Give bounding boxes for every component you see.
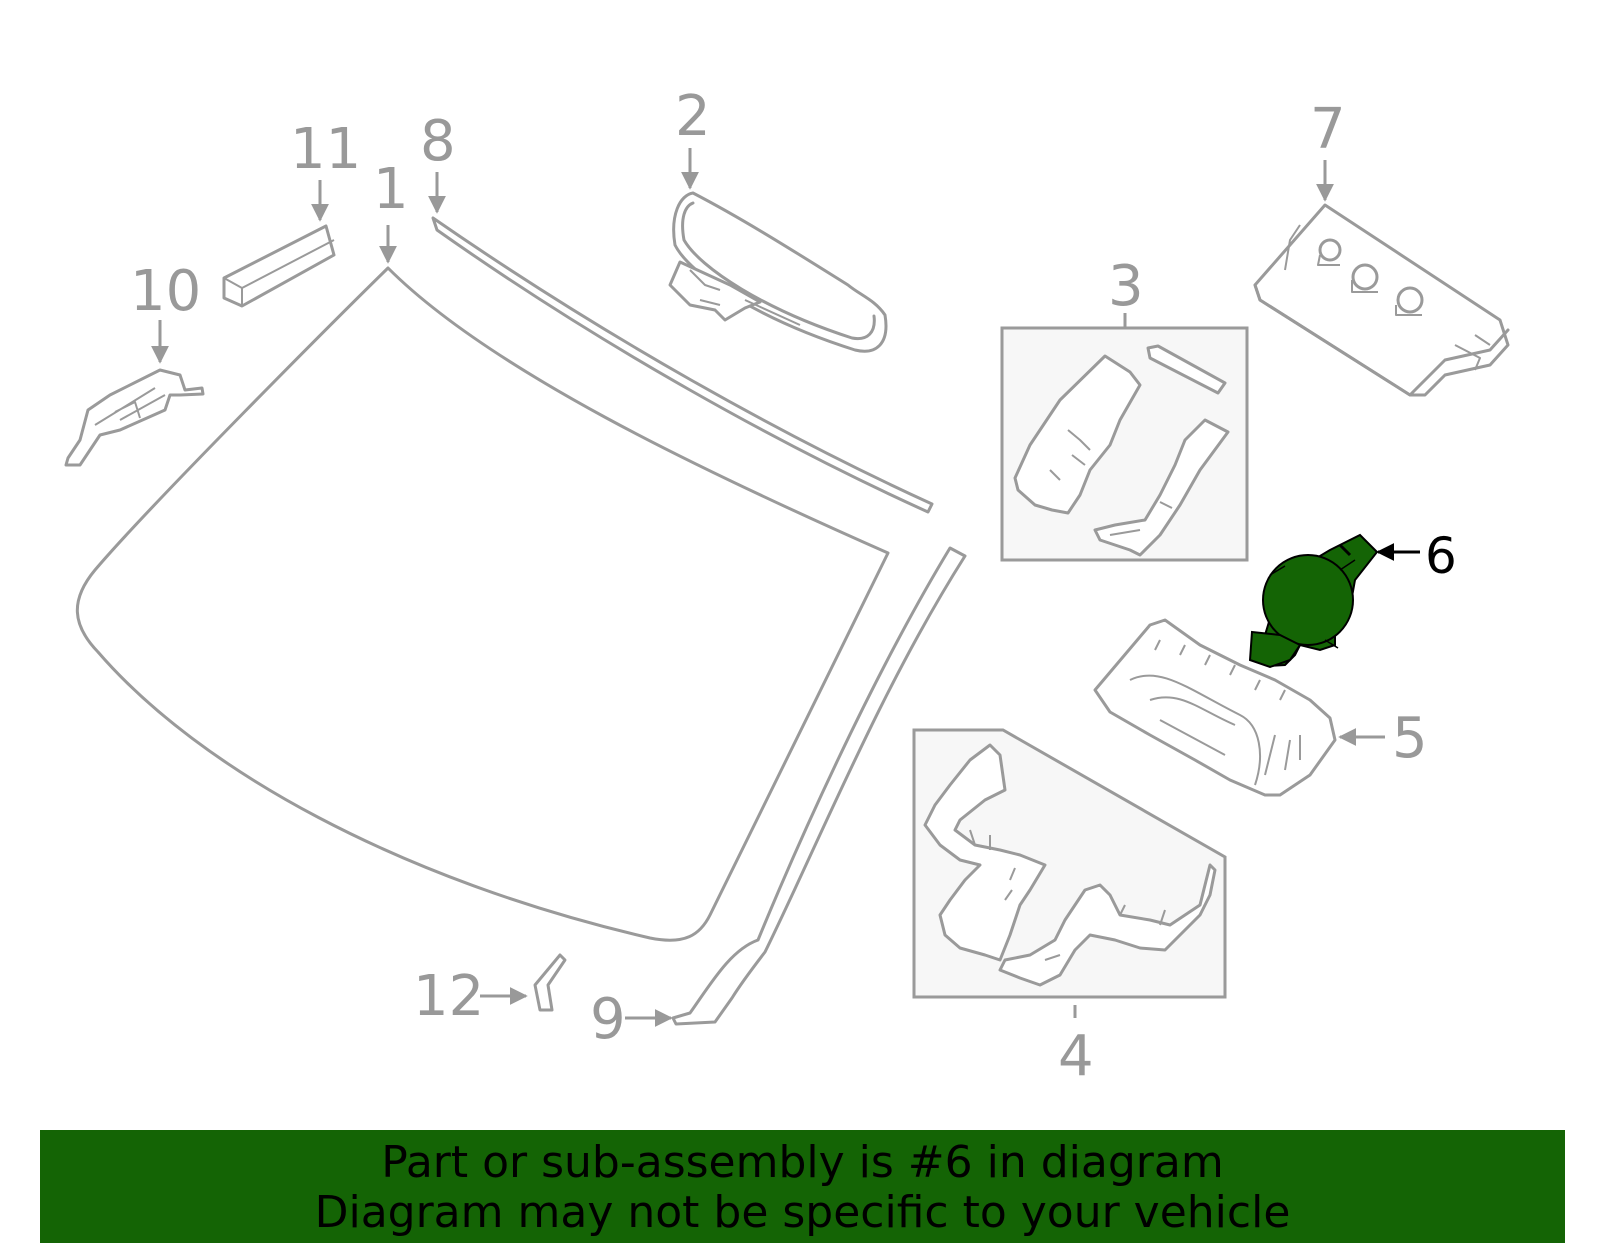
part-8-top-molding <box>431 216 934 514</box>
part-3-box <box>1000 326 1249 562</box>
part-4-box <box>912 728 1227 999</box>
callout-5: 5 <box>1392 706 1428 771</box>
callout-6: 6 <box>1425 527 1457 585</box>
banner-line-1: Part or sub-assembly is #6 in diagram <box>381 1137 1224 1188</box>
banner-line-2: Diagram may not be specific to your vehi… <box>314 1187 1291 1238</box>
part-9-side-molding <box>671 546 967 1026</box>
callout-10: 10 <box>130 259 201 324</box>
callout-2: 2 <box>675 84 711 149</box>
part-10-bracket <box>64 368 205 467</box>
part-info-banner: Part or sub-assembly is #6 in diagram Di… <box>40 1130 1565 1243</box>
callout-labels: 1 2 3 4 5 6 7 8 9 10 11 12 <box>130 84 1457 1089</box>
callout-9: 9 <box>590 987 626 1052</box>
callout-3: 3 <box>1108 254 1144 319</box>
callout-12: 12 <box>413 964 484 1029</box>
callout-11: 11 <box>290 117 361 182</box>
part-5-housing-cover <box>1093 618 1337 797</box>
part-12-clip <box>533 953 567 1012</box>
part-2-rear-view-mirror <box>668 191 888 353</box>
callout-8: 8 <box>420 109 456 174</box>
part-11-trim-block <box>222 224 336 308</box>
callout-7: 7 <box>1310 97 1346 162</box>
callout-1: 1 <box>373 157 409 222</box>
part-1-windshield <box>75 266 890 942</box>
part-7-overhead-console <box>1253 203 1510 397</box>
part-6-rain-sensor[interactable] <box>1248 533 1379 669</box>
leader-arrows <box>151 148 1420 1027</box>
callout-4: 4 <box>1058 1024 1094 1089</box>
